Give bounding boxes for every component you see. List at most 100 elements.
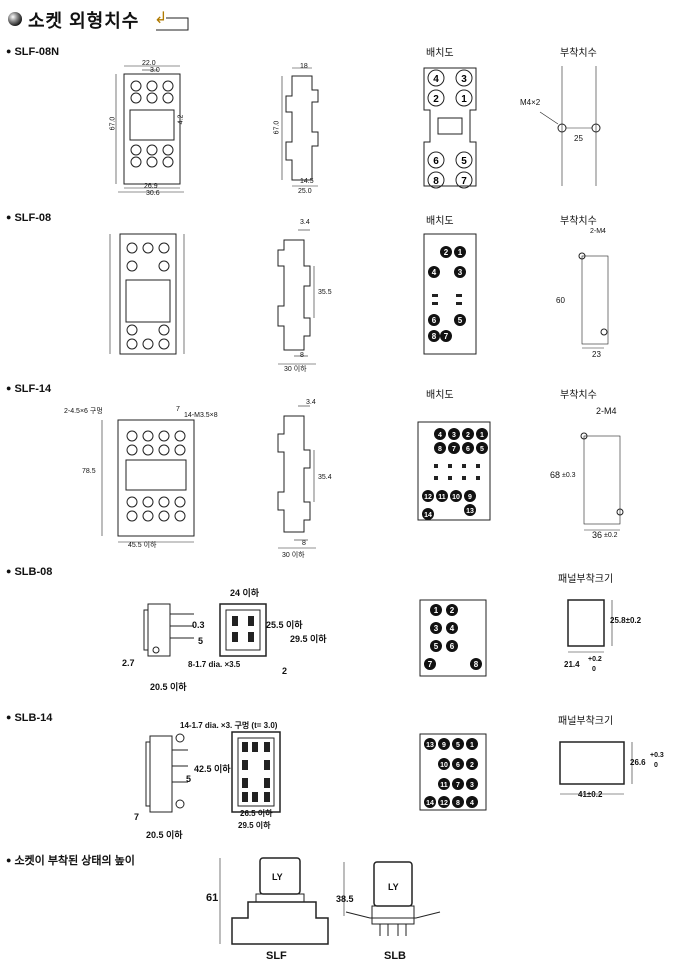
- pin-label: 10: [452, 494, 460, 501]
- mount-height: 60: [556, 296, 565, 305]
- slb08-side-drawing: [143, 603, 194, 657]
- panel-width: 41±0.2: [578, 790, 603, 799]
- dim-label: 14-M3.5×8: [184, 412, 218, 419]
- relay-label: LY: [388, 882, 399, 892]
- pin-label: 11: [438, 494, 446, 501]
- slf08-pin-layout: 2 1 4 3 6 5 8 7: [423, 233, 477, 355]
- slf-mounted-drawing: [219, 857, 329, 945]
- mount-heading: 부착치수: [560, 48, 597, 59]
- socket-name: SLB: [384, 950, 406, 962]
- slb14-front-drawing: [231, 731, 281, 813]
- panel-heading: 패널부착크기: [558, 716, 614, 727]
- dim-label: 14-1.7 dia. ×3. 구멍 (t= 3.0): [180, 721, 278, 730]
- pin-label: 8: [433, 176, 439, 187]
- slf08n-pin-layout: 4 3 2 1 6 5 8 7: [423, 67, 477, 189]
- mount-screw: 2-M4: [590, 228, 606, 235]
- dim-label: 42.5 이하: [194, 764, 231, 774]
- dim-label: 67.0: [109, 116, 117, 131]
- mount-height: 68: [550, 470, 561, 480]
- pin-label: 12: [440, 800, 448, 807]
- mount-pitch: 25: [574, 134, 583, 143]
- arrow-icon: ↲: [154, 10, 168, 27]
- pin-label: 2: [470, 762, 474, 769]
- slf08-side-drawing: [277, 229, 316, 365]
- pin-label: 1: [434, 606, 439, 615]
- pin-label: 5: [434, 642, 439, 651]
- dim-label: 2: [282, 666, 288, 676]
- slb08-front-drawing: [219, 603, 267, 657]
- mount-width: 36: [592, 530, 603, 540]
- pin-label: 2: [450, 606, 455, 615]
- pin-label: 3: [458, 268, 463, 277]
- slf08n-front-drawing: [115, 65, 184, 193]
- dim-label: 8-1.7 dia. ×3.5: [188, 660, 241, 669]
- dim-label: 18: [300, 63, 308, 70]
- pin-label: 5: [456, 742, 460, 749]
- pin-label: 9: [468, 494, 472, 501]
- pin-label: 5: [480, 446, 484, 453]
- dim-label: 78.5: [82, 468, 96, 475]
- dim-label: 0.3: [192, 620, 205, 630]
- pin-label: 2: [444, 248, 449, 257]
- pin-label: 5: [461, 156, 467, 167]
- pin-label: 1: [458, 248, 463, 257]
- pin-label: 3: [452, 432, 456, 439]
- mount-width-tol: ±0.2: [604, 532, 618, 539]
- header-connector: [156, 17, 189, 31]
- pin-label: 7: [444, 332, 449, 341]
- pin-label: 3: [470, 782, 474, 789]
- socket-name: SLF: [266, 950, 287, 962]
- section-label-slb08: SLB-08: [6, 566, 52, 578]
- bullet-icon: [8, 12, 22, 26]
- slf14-pin-layout: 4 3 2 1 8 7 6 5 12 11 10 9 14 13: [417, 421, 491, 521]
- pin-label: 8: [438, 446, 442, 453]
- section-label-slf08: SLF-08: [6, 212, 51, 224]
- pin-label: 4: [450, 624, 455, 633]
- pin-label: 2: [433, 94, 439, 105]
- dim-label: 2.7: [122, 658, 135, 668]
- slf14-front-drawing: [101, 419, 195, 543]
- dim-label: 26.5 이하: [240, 809, 273, 818]
- page-title: 소켓 외형치수: [28, 11, 140, 31]
- slb-mounted-drawing: [343, 861, 441, 936]
- pin-label: 6: [456, 762, 460, 769]
- pin-label: 4: [433, 74, 439, 85]
- slb08-pin-layout: 1 2 3 4 5 6 7 8: [419, 599, 487, 677]
- slb14-pin-layout: 13 9 5 1 10 6 2 11 7 3 14 12 8 4: [419, 733, 487, 811]
- pin-label: 7: [428, 660, 433, 669]
- pin-label: 7: [456, 782, 460, 789]
- dim-label: 20.5 이하: [150, 682, 187, 692]
- dim-label: 26.9: [144, 183, 158, 190]
- panel-tol-plus: +0.2: [588, 656, 602, 663]
- dim-label: 8: [302, 540, 306, 547]
- pin-label: 4: [438, 432, 442, 439]
- mounted-height: 61: [206, 892, 219, 904]
- mounted-height: 38.5: [336, 894, 354, 904]
- slf08-mount-drawing: [578, 252, 609, 349]
- pin-label: 8: [474, 660, 479, 669]
- slf08-front-drawing: [109, 233, 185, 355]
- panel-heading: 패널부착크기: [558, 574, 614, 585]
- dim-label: 30 이하: [282, 552, 305, 559]
- pin-label: 8: [432, 332, 437, 341]
- pin-label: 4: [470, 800, 474, 807]
- section-label-mounted: 소켓이 부착된 상태의 높이: [6, 852, 135, 868]
- panel-tol-plus: +0.3: [650, 752, 664, 759]
- mount-height-tol: ±0.3: [562, 472, 576, 479]
- pin-label: 9: [442, 742, 446, 749]
- pin-label: 8: [456, 800, 460, 807]
- panel-height: 26.6: [630, 758, 646, 767]
- dim-label: 35.4: [318, 474, 332, 481]
- pin-label: 1: [480, 432, 484, 439]
- dim-label: 5: [198, 636, 204, 646]
- layout-heading: 배치도: [426, 390, 454, 401]
- section-label-slf14: SLF-14: [6, 383, 51, 395]
- dim-label: 29.5 이하: [238, 821, 271, 830]
- pin-label: 7: [461, 176, 467, 187]
- dim-label: 29.5 이하: [290, 634, 327, 644]
- dim-label: 8: [300, 352, 304, 359]
- pin-label: 13: [426, 742, 434, 749]
- panel-tol-zero: 0: [654, 762, 658, 769]
- pin-label: 14: [426, 800, 434, 807]
- dim-label: 2-4.5×6 구멍: [64, 408, 103, 415]
